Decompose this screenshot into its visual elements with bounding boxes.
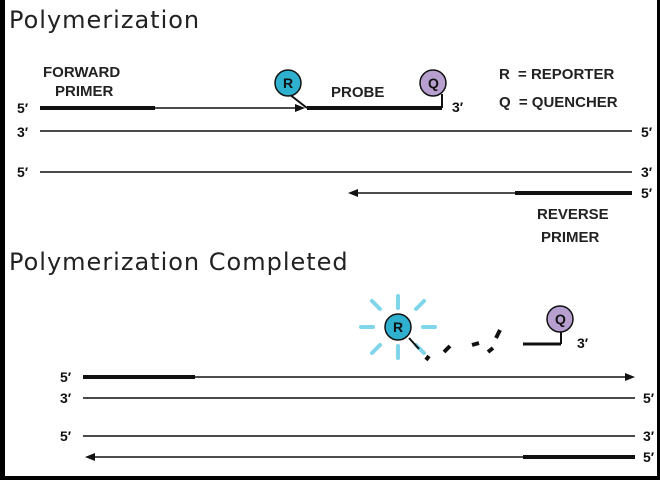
reporter-link [288, 93, 308, 109]
probe-label: PROBE [331, 84, 384, 101]
completed-forward-5-prime: 5′ [60, 369, 72, 385]
legend-q-key: Q [499, 94, 511, 111]
template2-3-prime: 3′ [641, 164, 653, 180]
reverse-primer-label-line2: PRIMER [541, 229, 600, 246]
released-reporter-icon [384, 313, 412, 341]
forward-primer-label-line1: FORWARD [43, 64, 120, 81]
completed-template1-5-prime: 5′ [643, 390, 655, 406]
legend-r-value: = REPORTER [518, 66, 614, 83]
reverse-arrowhead-icon [348, 189, 358, 197]
pcr-diagram: Polymerization FORWARD PRIMER PROBE R = … [5, 0, 657, 476]
template1-5-prime: 5′ [641, 124, 653, 140]
quencher-letter: Q [428, 75, 439, 91]
template1-3-prime: 3′ [17, 124, 29, 140]
probe-fragments [424, 329, 502, 362]
template2-5-prime: 5′ [17, 164, 29, 180]
legend-reporter: R = REPORTER [499, 66, 614, 83]
polymerization-completed-title: Polymerization Completed [9, 248, 349, 276]
reverse-primer-5-prime: 5′ [641, 185, 653, 201]
released-quencher-3-prime: 3′ [577, 335, 589, 351]
forward-primer-5-prime: 5′ [17, 100, 29, 116]
reverse-primer-label-line1: REVERSE [537, 206, 609, 223]
released-reporter-tail [408, 337, 420, 350]
forward-primer-label-line2: PRIMER [55, 83, 114, 100]
quencher-icon [419, 69, 447, 97]
legend-quencher: Q = QUENCHER [499, 94, 618, 111]
reporter-icon [274, 69, 302, 97]
released-reporter-letter: R [393, 319, 403, 335]
polymerization-title: Polymerization [9, 6, 200, 34]
probe-3-prime: 3′ [452, 99, 464, 115]
legend-q-value: = QUENCHER [519, 94, 618, 111]
completed-reverse-arrowhead-icon [85, 453, 95, 461]
completed-reverse-5-prime: 5′ [643, 449, 655, 465]
legend-r-key: R [499, 66, 510, 83]
diagram-svg: Polymerization FORWARD PRIMER PROBE R = … [9, 6, 655, 465]
reporter-letter: R [283, 75, 293, 91]
completed-template2-3-prime: 3′ [643, 428, 655, 444]
completed-template1-3-prime: 3′ [60, 390, 72, 406]
completed-template2-5-prime: 5′ [60, 428, 72, 444]
released-quencher-icon [546, 305, 574, 333]
forward-arrowhead-icon [295, 104, 305, 112]
completed-forward-arrowhead-icon [625, 373, 635, 381]
released-quencher-letter: Q [555, 311, 566, 327]
